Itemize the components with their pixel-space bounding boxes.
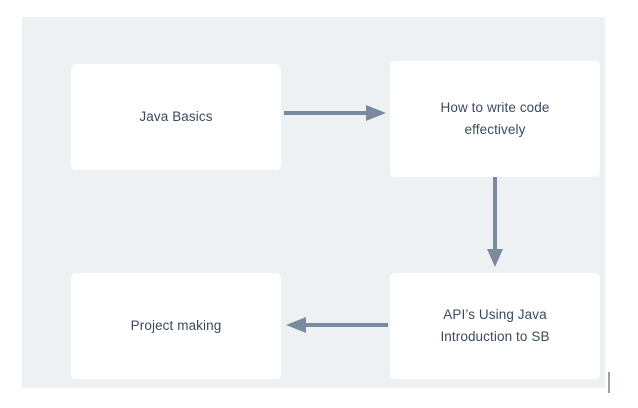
- arrow-down-icon: [483, 177, 507, 269]
- flow-node-write-code[interactable]: How to write code effectively: [390, 61, 600, 177]
- flow-node-label: Java Basics: [139, 108, 213, 124]
- arrow-left-icon: [284, 313, 388, 337]
- diagram-canvas: Java Basics How to write code effectivel…: [22, 17, 605, 388]
- flow-node-label: How to write code effectively: [440, 99, 550, 137]
- arrow-right-icon: [284, 101, 388, 125]
- text-caret: [608, 372, 610, 393]
- flow-node-label: Project making: [130, 317, 222, 333]
- flow-node-apis-java[interactable]: API’s Using Java Introduction to SB: [390, 273, 600, 379]
- flow-node-java-basics[interactable]: Java Basics: [71, 64, 281, 170]
- flow-node-label: API’s Using Java Introduction to SB: [440, 306, 550, 344]
- flow-node-project-making[interactable]: Project making: [71, 273, 281, 379]
